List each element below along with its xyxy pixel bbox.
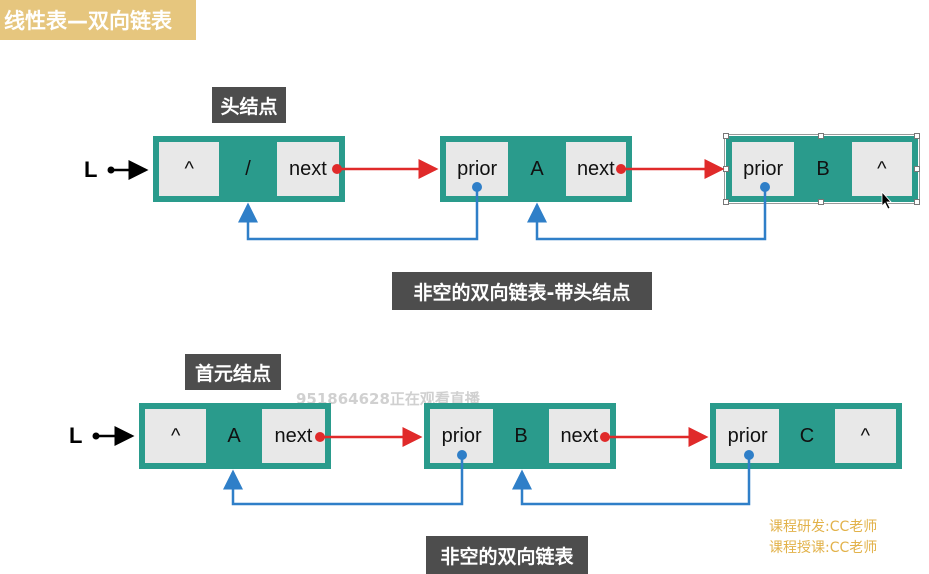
diagram2-caption: 非空的双向链表 (426, 536, 588, 574)
page-title: 线性表—双向链表 (0, 0, 196, 40)
data-field: B (797, 142, 849, 196)
next-field: next (565, 142, 626, 196)
data-field: C (782, 409, 832, 463)
next-field: ^ (834, 409, 896, 463)
list2-node-c: prior C ^ (710, 403, 902, 469)
data-field: A (511, 142, 563, 196)
resize-handle[interactable] (914, 166, 920, 172)
data-field: B (496, 409, 546, 463)
resize-handle[interactable] (723, 199, 729, 205)
prior-arrow (223, 450, 467, 506)
next-arrow (600, 427, 709, 447)
next-field: next (548, 409, 610, 463)
next-arrow (616, 159, 725, 179)
list2-node-a: ^ A next (139, 403, 331, 469)
list-pointer-label: L (84, 157, 98, 182)
list-pointer-arrow (107, 160, 149, 180)
resize-handle[interactable] (914, 199, 920, 205)
list1-node-head: ^ / next (153, 136, 345, 202)
list-pointer-arrow (92, 426, 135, 446)
head-node-label: 头结点 (212, 87, 286, 123)
resize-handle[interactable] (723, 133, 729, 139)
next-field: ^ (851, 142, 912, 196)
data-field: A (209, 409, 259, 463)
resize-handle[interactable] (818, 133, 824, 139)
mouse-cursor-icon (881, 190, 892, 210)
credit-line: 课程研发:CC老师 (769, 519, 878, 535)
first-node-label: 首元结点 (185, 354, 281, 390)
data-field: / (222, 142, 274, 196)
prior-field: ^ (145, 409, 207, 463)
prior-arrow (512, 450, 754, 506)
prior-field: ^ (159, 142, 220, 196)
diagram1-caption: 非空的双向链表-带头结点 (392, 272, 652, 310)
prior-arrow (238, 182, 482, 241)
next-arrow (332, 159, 439, 179)
next-arrow (315, 427, 423, 447)
resize-handle[interactable] (914, 133, 920, 139)
resize-handle[interactable] (818, 199, 824, 205)
list-pointer-label: L (69, 423, 83, 448)
next-field: next (276, 142, 339, 196)
prior-field: prior (446, 142, 509, 196)
list1-node-a: prior A next (440, 136, 632, 202)
next-field: next (261, 409, 325, 463)
credit-line: 课程授课:CC老师 (769, 540, 878, 556)
list2-node-b: prior B next (424, 403, 616, 469)
prior-arrow (527, 182, 770, 241)
